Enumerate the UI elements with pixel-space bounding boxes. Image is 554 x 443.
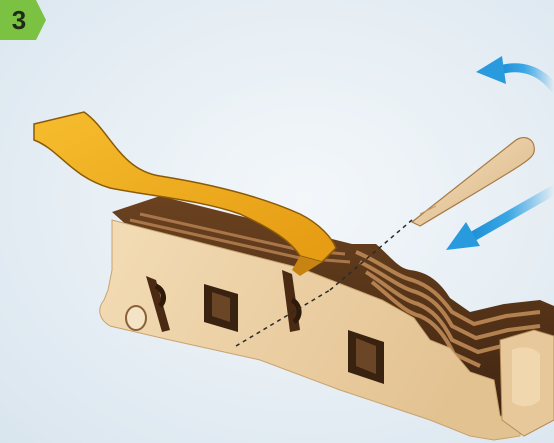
curved-arrow-icon [476,56,554,88]
